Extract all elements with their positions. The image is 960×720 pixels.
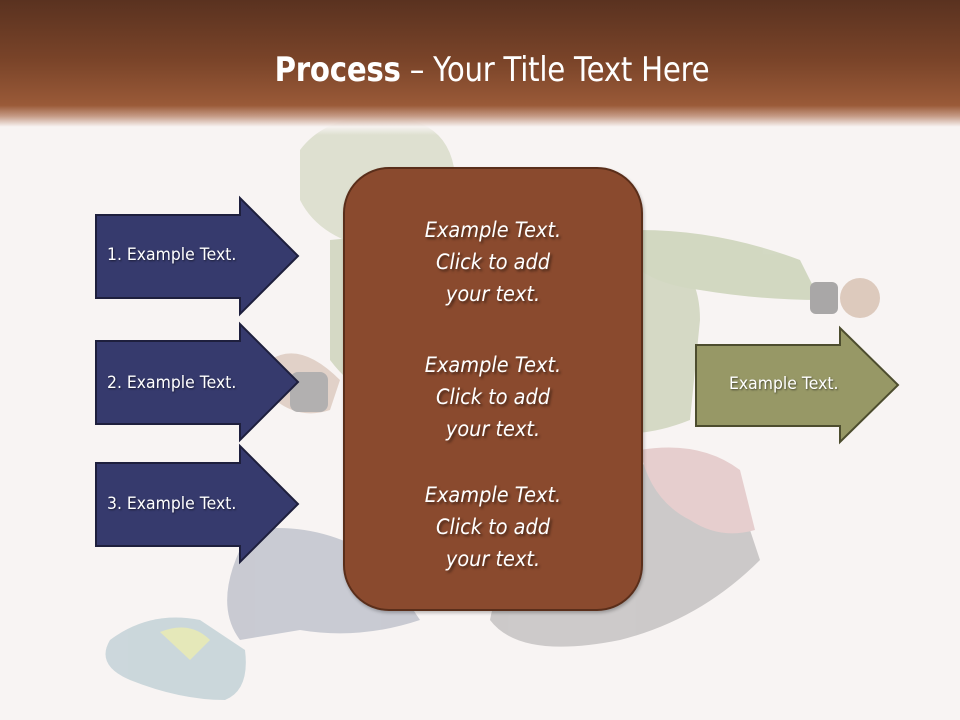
arrow-shape-icon (95, 195, 300, 317)
arrow-shape-icon (95, 443, 300, 565)
center-text-line: Example Text. (424, 218, 562, 242)
center-text-line: Example Text. (424, 483, 562, 507)
center-text-line: Click to add (435, 385, 551, 409)
slide-title[interactable]: Process – Your Title Text Here (69, 50, 915, 90)
center-text-line: your text. (445, 417, 541, 441)
step-arrow-1[interactable]: 1. Example Text. (95, 195, 300, 317)
title-bar (0, 0, 960, 135)
center-text-line: Click to add (435, 250, 551, 274)
step-arrow-label: 3. Example Text. (107, 494, 237, 514)
center-text-block-3[interactable]: Example Text. Click to add your text. (345, 479, 641, 575)
center-text-box[interactable]: Example Text. Click to add your text. Ex… (343, 167, 643, 611)
step-arrow-label: 1. Example Text. (107, 245, 237, 265)
center-text-block-2[interactable]: Example Text. Click to add your text. (345, 349, 641, 445)
step-arrow-label: 2. Example Text. (107, 373, 237, 393)
center-text-block-1[interactable]: Example Text. Click to add your text. (345, 214, 641, 310)
result-arrow-label: Example Text. (729, 374, 839, 394)
step-arrow-3[interactable]: 3. Example Text. (95, 443, 300, 565)
center-text-line: Click to add (435, 515, 551, 539)
center-text-line: Example Text. (424, 353, 562, 377)
arrow-shape-icon (695, 325, 900, 445)
arrow-shape-icon (95, 321, 300, 443)
step-arrow-2[interactable]: 2. Example Text. (95, 321, 300, 443)
center-text-line: your text. (445, 282, 541, 306)
title-rest: – Your Title Text Here (400, 50, 710, 90)
result-arrow[interactable]: Example Text. (695, 325, 900, 445)
center-text-line: your text. (445, 547, 541, 571)
title-bold-part: Process (274, 50, 401, 90)
